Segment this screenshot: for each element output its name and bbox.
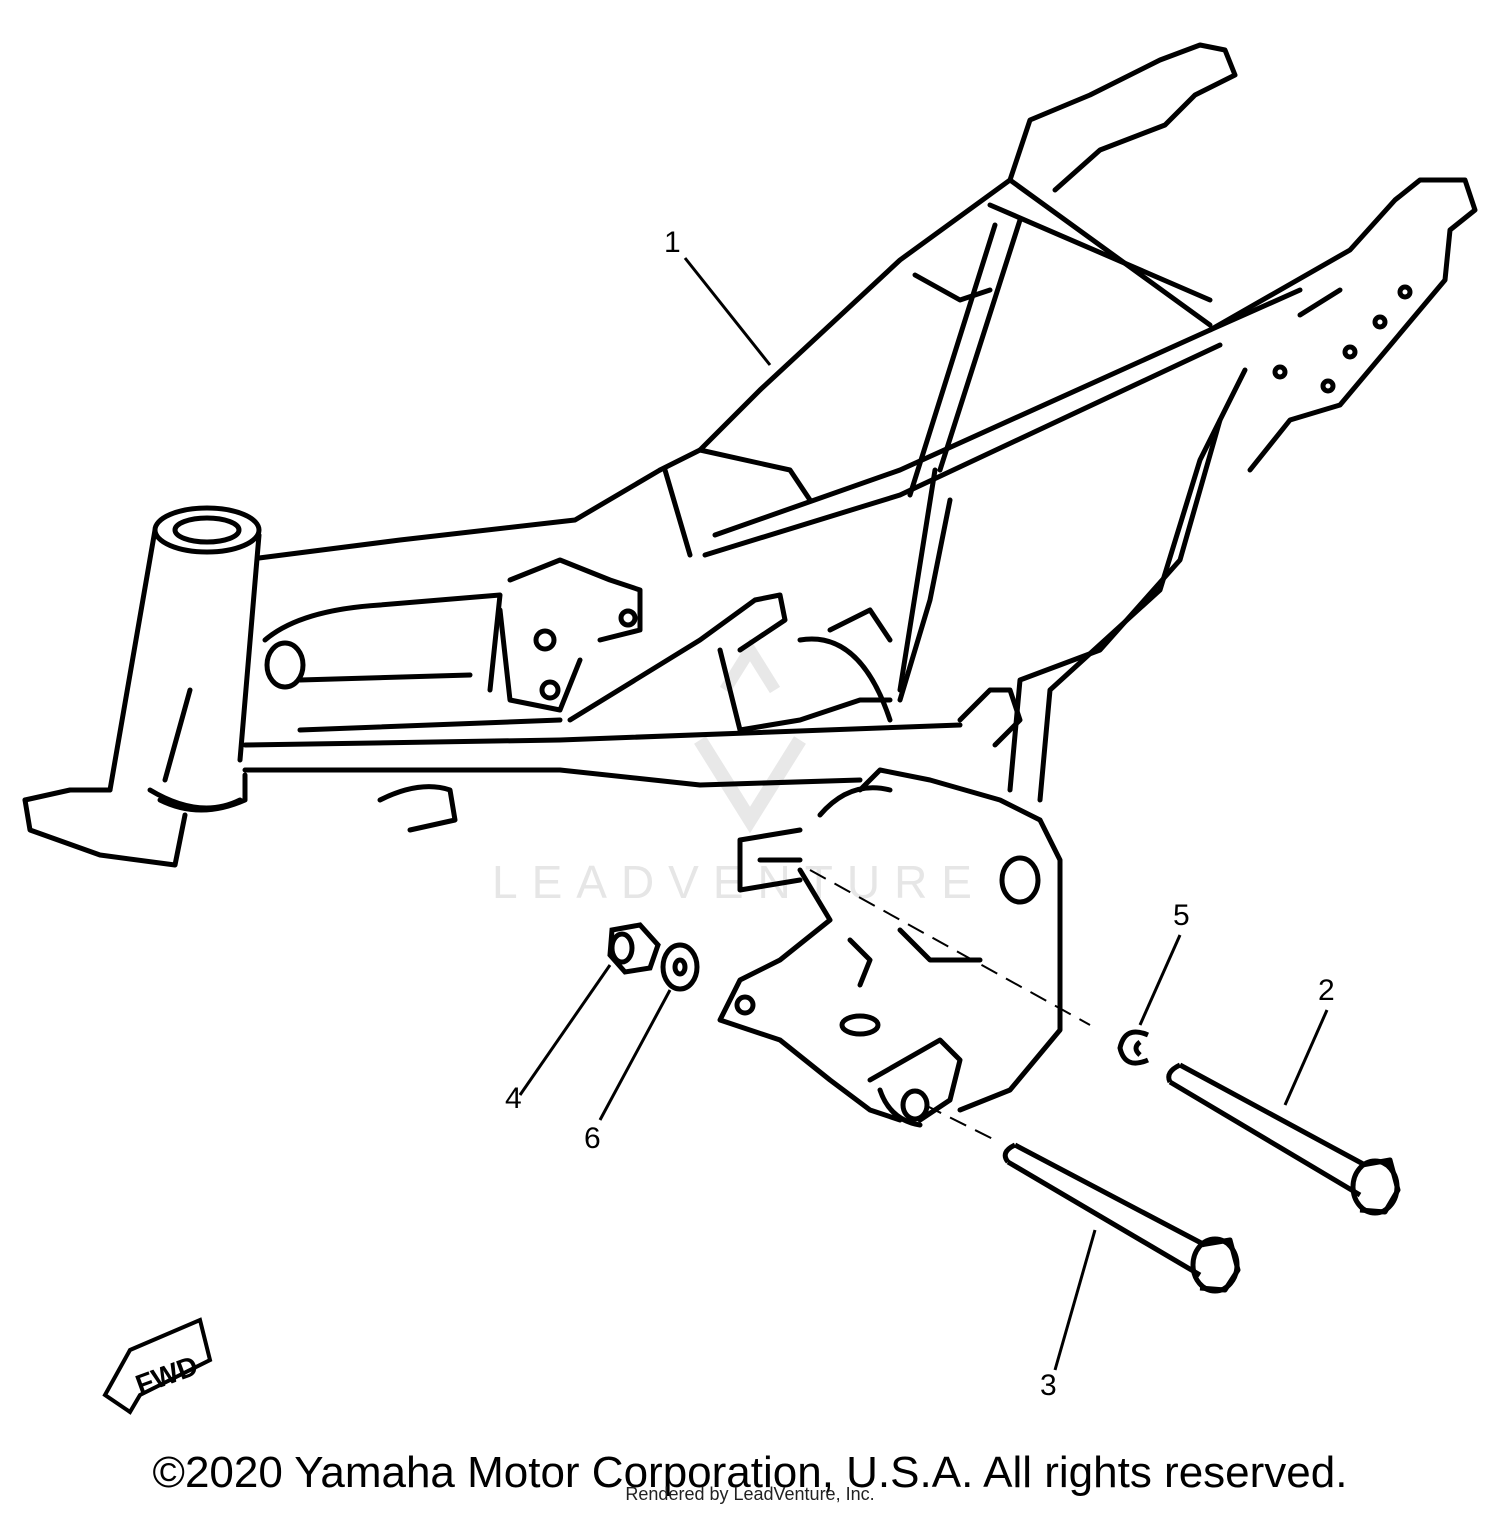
callout-5: 5 [1173, 899, 1190, 932]
part-3-bolt [1002, 1142, 1241, 1294]
copyright-text: ©2020 Yamaha Motor Corporation, U.S.A. A… [152, 1448, 1348, 1497]
rendered-by-text: Rendered by LeadVenture, Inc. [625, 1484, 875, 1504]
callout-3: 3 [1040, 1369, 1057, 1402]
callout-1: 1 [664, 226, 681, 259]
part-5-washer [1117, 1029, 1149, 1066]
part-4-nut [607, 922, 661, 975]
watermark-text: LEADVENTURE [492, 856, 986, 908]
fwd-label: FWD [131, 1350, 202, 1401]
leader-lines [518, 257, 1329, 1371]
callout-2: 2 [1318, 974, 1335, 1007]
fwd-arrow-icon: FWD [102, 1317, 213, 1415]
part-2-bolt [1166, 1062, 1401, 1216]
callout-6: 6 [584, 1122, 601, 1155]
part-6-washer [660, 942, 700, 992]
alignment-lines [809, 869, 1091, 1141]
frame-main [22, 42, 1478, 1128]
leadventure-watermark: LEADVENTURE [492, 638, 986, 908]
callout-4: 4 [505, 1082, 522, 1115]
